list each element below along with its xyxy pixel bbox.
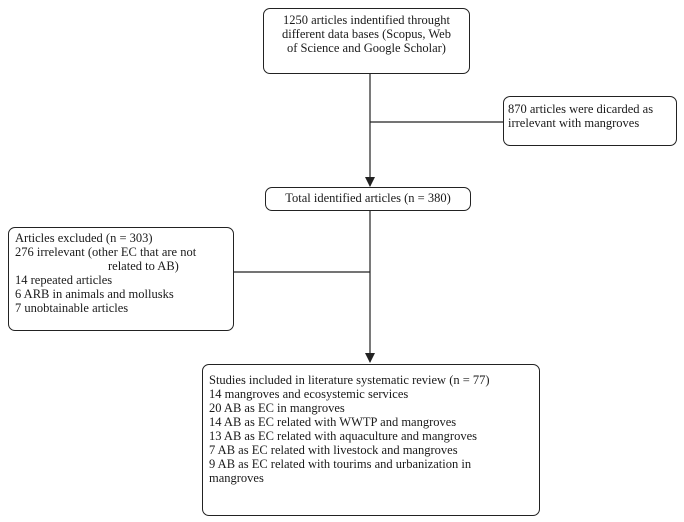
included-line: 9 AB as EC related with tourims and urba… bbox=[209, 457, 472, 471]
excluded-line: 7 unobtainable articles bbox=[15, 301, 129, 315]
discarded-line: irrelevant with mangroves bbox=[508, 116, 640, 130]
excluded-line: 14 repeated articles bbox=[15, 273, 113, 287]
identification-line: 1250 articles indentified throught bbox=[283, 13, 450, 27]
included-line: 20 AB as EC in mangroves bbox=[209, 401, 345, 415]
total-text: Total identified articles (n = 380) bbox=[285, 191, 451, 205]
excluded-box: Articles excluded (n = 303) 276 irreleva… bbox=[8, 227, 234, 331]
excluded-line: related to AB) bbox=[108, 259, 179, 273]
excluded-line: 276 irrelevant (other EC that are not bbox=[15, 245, 197, 259]
identification-line: different data bases (Scopus, Web bbox=[282, 27, 451, 41]
identification-box: 1250 articles indentified throught diffe… bbox=[263, 8, 470, 74]
discarded-box: 870 articles were dicarded as irrelevant… bbox=[503, 96, 677, 146]
excluded-line: 6 ARB in animals and mollusks bbox=[15, 287, 174, 301]
identification-line: of Science and Google Scholar) bbox=[287, 41, 446, 55]
included-heading: Studies included in literature systemati… bbox=[209, 373, 490, 387]
included-line: 13 AB as EC related with aquaculture and… bbox=[209, 429, 477, 443]
included-line: mangroves bbox=[209, 471, 264, 485]
included-box: Studies included in literature systemati… bbox=[202, 364, 540, 516]
discarded-line: 870 articles were dicarded as bbox=[508, 102, 654, 116]
total-box: Total identified articles (n = 380) bbox=[265, 187, 471, 211]
included-line: 14 mangroves and ecosystemic services bbox=[209, 387, 409, 401]
included-line: 7 AB as EC related with livestock and ma… bbox=[209, 443, 458, 457]
included-line: 14 AB as EC related with WWTP and mangro… bbox=[209, 415, 457, 429]
excluded-heading: Articles excluded (n = 303) bbox=[15, 231, 153, 245]
